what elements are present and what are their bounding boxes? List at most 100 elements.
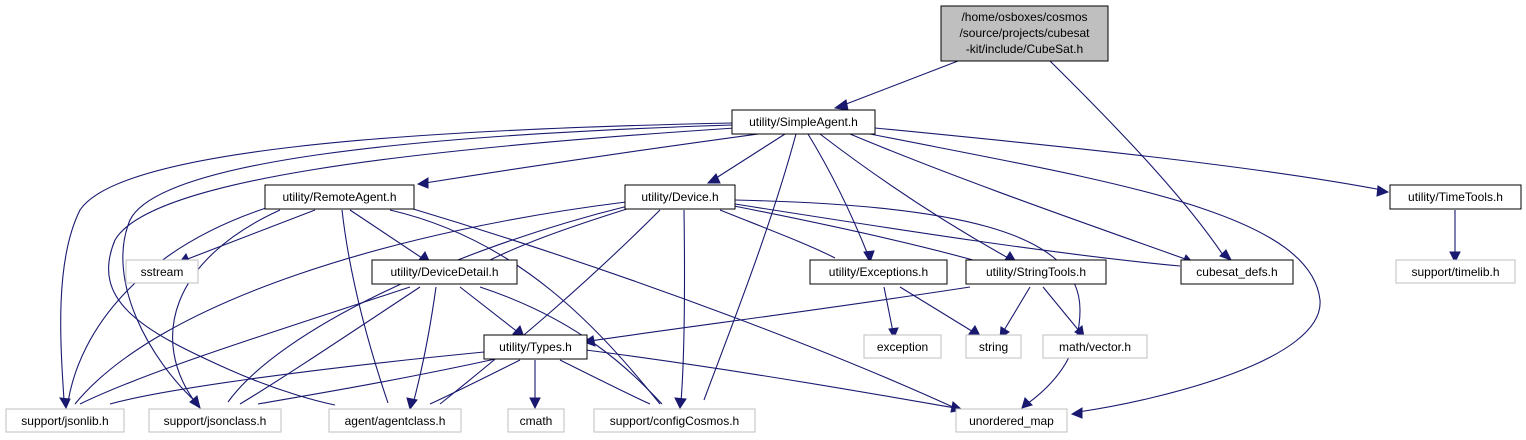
node-configcosmos-h[interactable]: support/configCosmos.h [593, 408, 756, 433]
arrow-cmath [529, 397, 541, 410]
node-label: cmath [520, 414, 553, 428]
arrow-simpleagent [833, 99, 849, 111]
node-remoteagent-h[interactable]: utility/RemoteAgent.h [264, 184, 415, 210]
node-label: utility/TimeTools.h [1408, 190, 1503, 204]
edge-simpleagent-remoteagent [424, 132, 766, 184]
node-jsonclass-h[interactable]: support/jsonclass.h [148, 408, 282, 433]
edge-device-jsonlib [74, 201, 627, 405]
arrow-configcosmos [674, 397, 687, 409]
node-label: unordered_map [969, 414, 1054, 428]
edge-device-jsonclass [227, 205, 629, 403]
edge-root-cubesatdefs [1049, 60, 1226, 259]
edge-simpleagent-device [712, 133, 786, 181]
edge-types-configcosmos [559, 359, 651, 405]
edge-remoteagent-jsonclass [172, 209, 281, 403]
edge-device-devicedetail [485, 207, 631, 263]
edge-simpleagent-timetools [874, 127, 1383, 191]
edge-remoteagent-unorderedmap [409, 207, 956, 409]
arrow-timetools [1376, 185, 1390, 197]
edge-devicedetail-agentclass [412, 286, 437, 405]
node-label: utility/Exceptions.h [829, 265, 928, 279]
arrow-unorderedmap-b [1070, 407, 1083, 419]
edge-devicedetail-configcosmos [479, 286, 663, 405]
node-label: utility/DeviceDetail.h [390, 265, 498, 279]
node-cubesat-h[interactable]: /home/osboxes/cosmos /source/projects/cu… [940, 5, 1109, 62]
node-label: exception [877, 340, 928, 354]
node-math-vector-h[interactable]: math/vector.h [1042, 334, 1148, 359]
edge-simpleagent-jsonlib [60, 122, 733, 401]
arrow-unorderedmap-c [1021, 397, 1033, 409]
node-label: support/configCosmos.h [610, 414, 739, 428]
edge-simpleagent-jsonclass [122, 124, 733, 403]
node-label: string [979, 340, 1008, 354]
node-label: support/jsonlib.h [21, 414, 108, 428]
node-sstream[interactable]: sstream [125, 259, 199, 284]
edge-stringtools-mathvector [1042, 286, 1081, 333]
node-device-h[interactable]: utility/Device.h [624, 184, 736, 210]
node-devicedetail-h[interactable]: utility/DeviceDetail.h [371, 259, 518, 285]
edge-simpleagent-configcosmos [703, 133, 797, 401]
node-label: sstream [141, 265, 184, 279]
edge-exceptions-exception [883, 286, 894, 333]
edge-simpleagent-exceptions [807, 133, 869, 256]
node-agentclass-h[interactable]: agent/agentclass.h [328, 408, 462, 433]
edge-device-agentclass [439, 209, 661, 405]
node-label: utility/Types.h [499, 340, 572, 354]
arrow-timelib [1449, 251, 1461, 264]
node-exception[interactable]: exception [863, 334, 942, 359]
node-string[interactable]: string [965, 334, 1022, 359]
arrow-cubesatdefs-a [1219, 249, 1233, 261]
edge-stringtools-string [1002, 286, 1031, 333]
edge-remoteagent-jsonlib [67, 207, 267, 403]
node-label-line-1: /home/osboxes/cosmos [961, 10, 1087, 24]
node-label: agent/agentclass.h [345, 414, 446, 428]
edge-devicedetail-types [459, 286, 520, 334]
edge-types-agentclass [429, 359, 521, 405]
arrow-remoteagent [416, 177, 429, 189]
edge-devicedetail-jsonlib [79, 286, 411, 405]
node-simpleagent-h[interactable]: utility/SimpleAgent.h [731, 109, 876, 135]
node-timetools-h[interactable]: utility/TimeTools.h [1389, 184, 1522, 210]
node-cmath[interactable]: cmath [507, 408, 565, 433]
node-label: math/vector.h [1059, 340, 1131, 354]
node-timelib-h[interactable]: support/timelib.h [1395, 259, 1516, 284]
edge-device-configcosmos [680, 209, 686, 403]
edges [60, 60, 1456, 413]
edge-device-stringtools [733, 205, 981, 263]
arrow-exception [888, 327, 899, 340]
node-unordered-map[interactable]: unordered_map [955, 408, 1068, 433]
node-label: utility/Device.h [641, 190, 718, 204]
edge-types-unorderedmap [585, 349, 956, 409]
node-label: cubesat_defs.h [1196, 265, 1277, 279]
arrow-device [706, 173, 721, 184]
node-label-line-2: /source/projects/cubesat [959, 26, 1090, 40]
edge-devicedetail-jsonclass [239, 286, 421, 405]
edge-simpleagent-agentclass [108, 127, 736, 406]
edge-remoteagent-agentclass [341, 209, 389, 404]
node-types-h[interactable]: utility/Types.h [483, 334, 588, 360]
node-label: utility/RemoteAgent.h [282, 190, 396, 204]
edge-remoteagent-sstream [184, 209, 316, 261]
edge-simpleagent-stringtools [819, 133, 1011, 260]
edge-device-exceptions [719, 209, 836, 259]
edge-simpleagent-cubesatdefs [849, 133, 1189, 261]
arrowheads [59, 99, 1461, 419]
edge-simpleagent-unorderedmap [859, 131, 1321, 413]
edge-exceptions-string [899, 286, 976, 334]
edge-root-simpleagent [840, 60, 959, 107]
arrow-types-b [582, 335, 596, 347]
arrow-jsonclass [189, 395, 201, 410]
node-cubesat-defs-h[interactable]: cubesat_defs.h [1180, 259, 1294, 285]
node-jsonlib-h[interactable]: support/jsonlib.h [5, 408, 125, 433]
edge-stringtools-types [589, 286, 971, 342]
arrow-agentclass [406, 397, 418, 411]
node-label-line-3: -kit/include/CubeSat.h [966, 42, 1083, 56]
edge-remoteagent-devicedetail [349, 209, 426, 261]
arrow-exceptions [863, 250, 875, 264]
node-label: utility/StringTools.h [986, 265, 1086, 279]
node-stringtools-h[interactable]: utility/StringTools.h [965, 259, 1107, 285]
node-exceptions-h[interactable]: utility/Exceptions.h [809, 259, 948, 285]
edge-device-cubesatdefs [734, 203, 1181, 267]
